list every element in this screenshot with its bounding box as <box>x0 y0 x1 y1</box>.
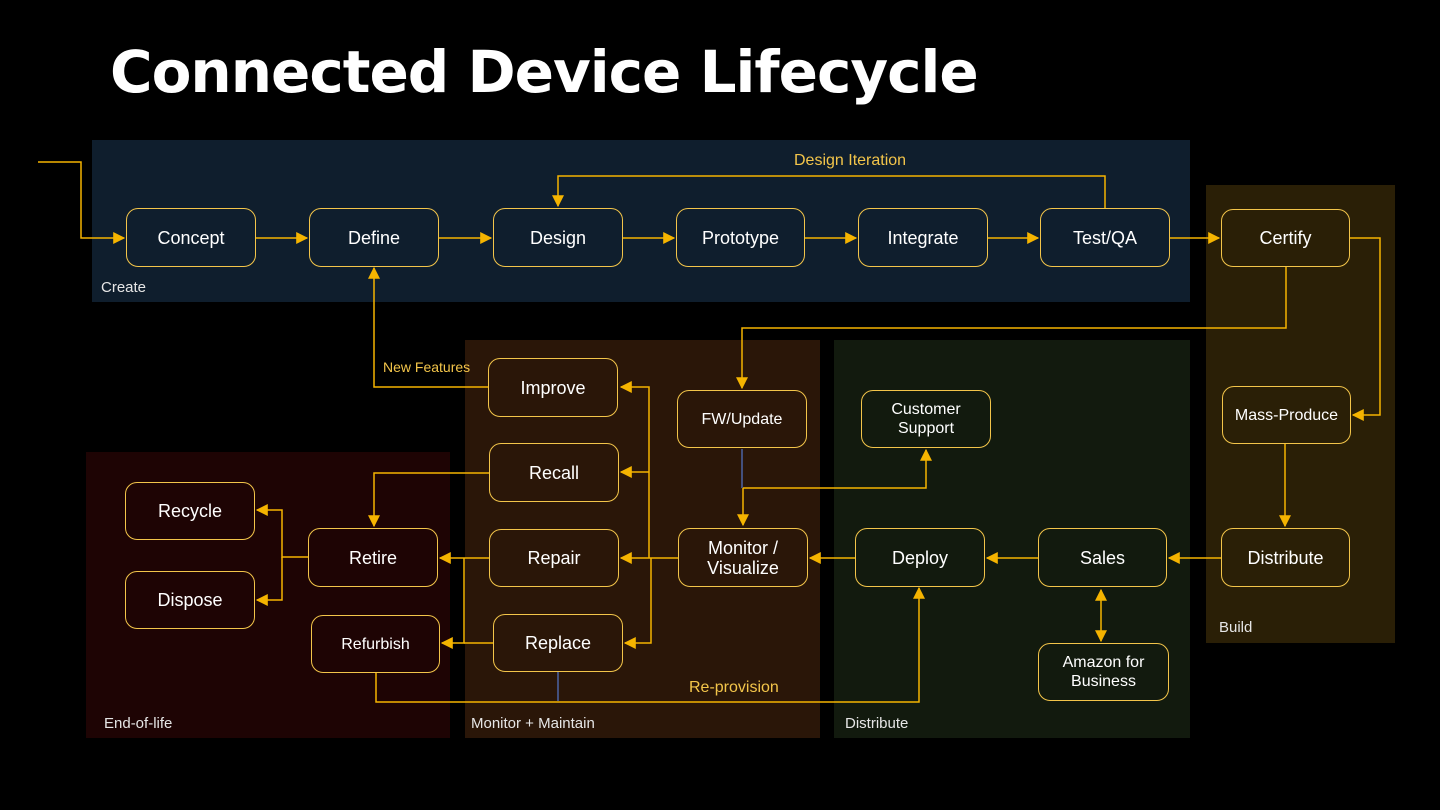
node-integrate[interactable]: Integrate <box>858 208 988 267</box>
node-test-qa[interactable]: Test/QA <box>1040 208 1170 267</box>
edge-reprovision <box>375 586 925 703</box>
zone-label-end-of-life: End-of-life <box>104 715 173 732</box>
edge-recall-retire <box>368 472 489 528</box>
node-prototype[interactable]: Prototype <box>676 208 805 267</box>
node-define[interactable]: Define <box>309 208 439 267</box>
node-amazon-for-business[interactable]: Amazon for Business <box>1038 643 1169 701</box>
node-customer-support[interactable]: Customer Support <box>861 390 991 448</box>
edge-label-re-provision: Re-provision <box>689 679 779 696</box>
edge-monitor-replace <box>623 558 652 649</box>
zone-label-build: Build <box>1219 619 1253 636</box>
edge-retire-recycle <box>255 504 308 558</box>
edge-fwupdate-customersupport <box>743 448 932 489</box>
node-recycle[interactable]: Recycle <box>125 482 255 540</box>
node-deploy[interactable]: Deploy <box>855 528 985 587</box>
zone-label-create: Create <box>101 279 147 296</box>
node-certify[interactable]: Certify <box>1221 209 1350 267</box>
node-repair[interactable]: Repair <box>489 529 619 587</box>
edge-retire-dispose <box>255 557 283 606</box>
node-concept[interactable]: Concept <box>126 208 256 267</box>
node-sales[interactable]: Sales <box>1038 528 1167 587</box>
node-design[interactable]: Design <box>493 208 623 267</box>
node-distribute[interactable]: Distribute <box>1221 528 1350 587</box>
edge-certify-massproduce <box>1350 237 1381 421</box>
edge-certify-fwupdate <box>736 267 1287 390</box>
edge-start-concept <box>38 161 126 244</box>
node-improve[interactable]: Improve <box>488 358 618 417</box>
edge-design-iteration <box>552 175 1106 209</box>
node-monitor-visualize[interactable]: Monitor / Visualize <box>678 528 808 587</box>
edge-label-design-iteration: Design Iteration <box>794 152 907 169</box>
zone-label-monitor-maintain: Monitor + Maintain <box>471 715 595 732</box>
node-dispose[interactable]: Dispose <box>125 571 255 629</box>
edge-to-refurbish <box>440 558 465 649</box>
edge-label-new-features: New Features <box>383 359 471 375</box>
edge-new-features <box>368 266 488 388</box>
node-fw-update[interactable]: FW/Update <box>677 390 807 448</box>
node-recall[interactable]: Recall <box>489 443 619 502</box>
node-replace[interactable]: Replace <box>493 614 623 672</box>
node-mass-produce[interactable]: Mass-Produce <box>1222 386 1351 444</box>
edge-monitor-improve <box>619 381 650 558</box>
node-retire[interactable]: Retire <box>308 528 438 587</box>
node-refurbish[interactable]: Refurbish <box>311 615 440 673</box>
zone-create <box>92 140 1190 302</box>
zone-label-distribute: Distribute <box>845 715 909 732</box>
page-title: Connected Device Lifecycle <box>110 38 979 106</box>
